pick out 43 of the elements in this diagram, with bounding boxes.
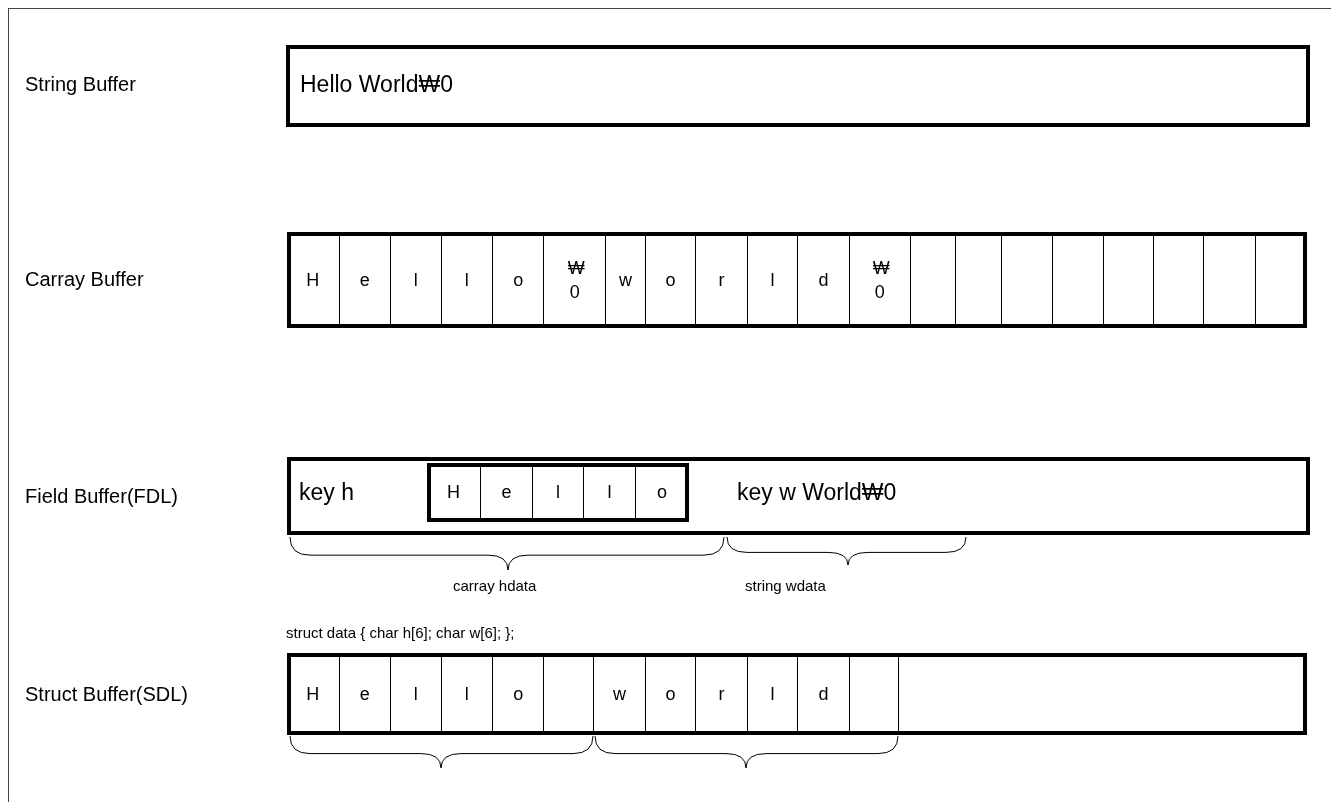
brace-label: string wdata <box>745 577 826 594</box>
memory-cell: l <box>583 467 635 518</box>
memory-cell: e <box>338 236 390 324</box>
memory-cell: d <box>797 657 849 731</box>
memory-cell: H <box>286 236 339 324</box>
empty-memory-cell <box>848 657 899 731</box>
memory-cell: l <box>440 236 492 324</box>
memory-cell: ₩ 0 <box>848 236 910 324</box>
memory-cell: l <box>746 236 798 324</box>
memory-cell: w <box>593 657 645 731</box>
memory-cell: l <box>440 657 492 731</box>
memory-cell: o <box>644 236 696 324</box>
memory-cell: o <box>635 467 688 518</box>
memory-cell: e <box>338 657 390 731</box>
memory-cell: ₩ 0 <box>543 236 606 324</box>
row-label: Struct Buffer(SDL) <box>25 683 189 706</box>
memory-cell: l <box>390 657 441 731</box>
field-text: key h <box>299 479 354 506</box>
string-buffer-box <box>286 45 1310 127</box>
field-buffer-box <box>287 457 1310 535</box>
memory-cell: d <box>797 236 849 324</box>
memory-cell: l <box>532 467 583 518</box>
memory-cell: w <box>605 236 645 324</box>
memory-cell: o <box>492 236 544 324</box>
memory-cell: e <box>480 467 532 518</box>
row-label: String Buffer <box>25 73 136 96</box>
memory-cell: H <box>427 467 480 518</box>
struct-definition-text: struct data { char h[6]; char w[6]; }; <box>286 624 515 641</box>
memory-cell: r <box>695 236 747 324</box>
memory-cell: o <box>492 657 544 731</box>
brace-label: carray hdata <box>453 577 537 594</box>
memory-cell: r <box>695 657 747 731</box>
row-label: Carray Buffer <box>25 268 144 291</box>
memory-cell: o <box>644 657 696 731</box>
memory-cell: l <box>390 236 441 324</box>
carray-buffer-box <box>287 232 1307 328</box>
carray-field-box <box>427 463 689 522</box>
memory-cell: l <box>746 657 798 731</box>
row-label: Field Buffer(FDL) <box>25 485 178 508</box>
field-text: key w World₩0 <box>737 479 897 506</box>
struct-buffer-box <box>287 653 1307 735</box>
buffer-text: Hello World₩0 <box>300 71 453 98</box>
memory-cell: H <box>286 657 339 731</box>
